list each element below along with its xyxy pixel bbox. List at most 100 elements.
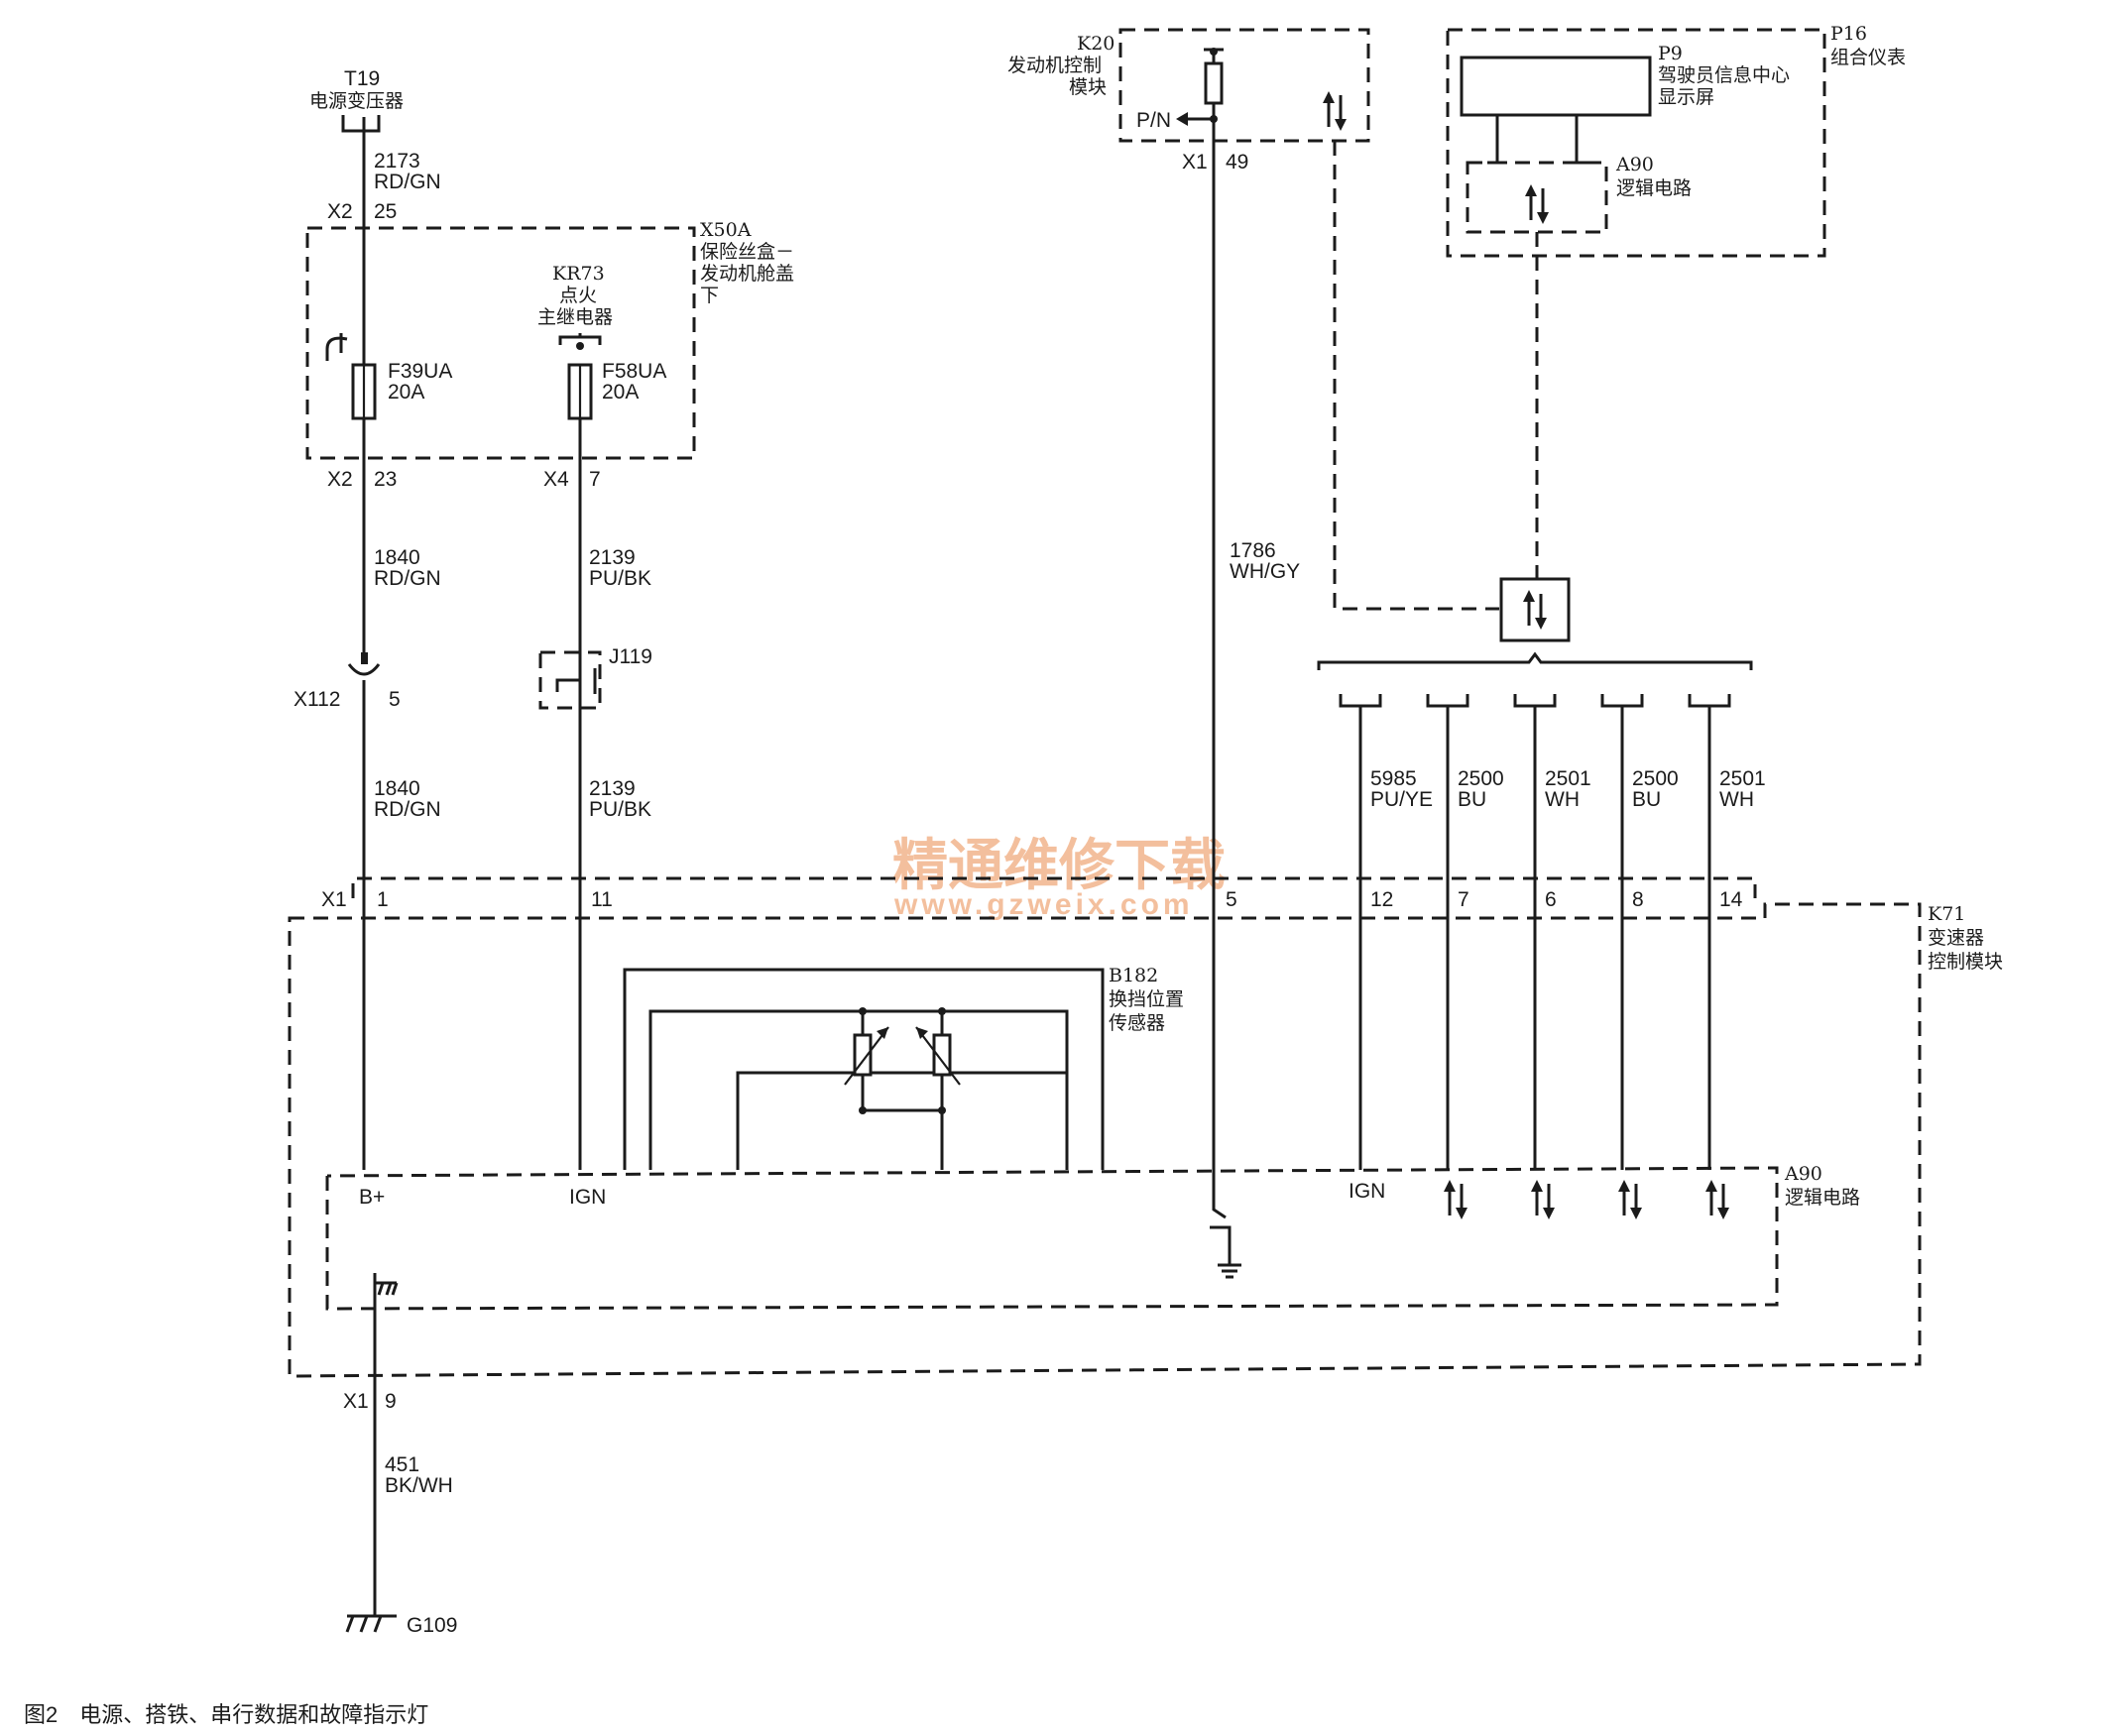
svg-text:49: 49 <box>1226 151 1248 174</box>
x112-connector <box>347 663 381 676</box>
svg-text:模块: 模块 <box>1069 76 1107 98</box>
ign-circuit: 2139 PU/BK J119 2139 PU/BK <box>538 418 652 1170</box>
svg-text:KR73: KR73 <box>552 263 605 285</box>
svg-text:7: 7 <box>1458 888 1469 911</box>
svg-text:12: 12 <box>1370 888 1393 911</box>
logic-serial-data-icon-2 <box>1529 1178 1557 1221</box>
b182-shift-position-sensor: B182 换挡位置 传感器 <box>623 965 1184 1170</box>
k20-outline <box>1118 28 1370 143</box>
svg-text:控制模块: 控制模块 <box>1928 951 2003 973</box>
serial-data-splice <box>1499 577 1571 642</box>
svg-text:20A: 20A <box>602 381 639 404</box>
svg-text:传感器: 传感器 <box>1109 1012 1165 1034</box>
logic-ground-icon <box>373 1273 399 1305</box>
svg-text:发动机控制: 发动机控制 <box>1007 55 1102 76</box>
svg-text:WH: WH <box>1545 788 1580 811</box>
svg-text:精通维修下载: 精通维修下载 <box>892 834 1226 898</box>
watermark: 精通维修下载 www.gzweix.com <box>892 834 1226 921</box>
svg-text:X4: X4 <box>543 468 569 491</box>
svg-text:11: 11 <box>591 888 613 911</box>
svg-text:逻辑电路: 逻辑电路 <box>1616 177 1692 199</box>
k71-a90-logic-circuit: A90 逻辑电路 B+ IGN IGN <box>325 1163 1860 1311</box>
svg-text:换挡位置: 换挡位置 <box>1109 988 1184 1010</box>
k20-engine-control-module: K20 发动机控制 模块 P/N X1 49 1786 WH/GY <box>1007 28 1370 1170</box>
svg-text:PU/BK: PU/BK <box>589 798 651 821</box>
svg-text:WH/GY: WH/GY <box>1230 560 1300 583</box>
svg-text:A90: A90 <box>1784 1163 1822 1185</box>
ground-circuit: 451 BK/WH G109 <box>345 1273 457 1637</box>
svg-text:变速器: 变速器 <box>1928 927 1984 949</box>
splice-serial-data-icon <box>1521 588 1549 632</box>
svg-text:PU/BK: PU/BK <box>589 567 651 590</box>
t19-terminal <box>341 115 381 133</box>
svg-text:7: 7 <box>589 468 601 491</box>
x50a-outline <box>305 226 696 460</box>
svg-text:A90: A90 <box>1615 154 1654 175</box>
svg-text:WH: WH <box>1719 788 1754 811</box>
svg-text:1840: 1840 <box>374 546 420 569</box>
svg-text:5: 5 <box>389 688 401 711</box>
logic-serial-data-icon-4 <box>1703 1178 1731 1221</box>
svg-text:2500: 2500 <box>1458 767 1504 790</box>
internal-ground-icon <box>1218 1263 1241 1279</box>
figure-caption: 图2 电源、搭铁、串行数据和故障指示灯 <box>24 1702 428 1727</box>
svg-text:2501: 2501 <box>1719 767 1766 790</box>
svg-text:组合仪表: 组合仪表 <box>1830 47 1906 68</box>
p16-instrument-cluster: P16 组合仪表 P9 驾驶员信息中心 显示屏 A90 逻辑电路 <box>1446 23 1906 258</box>
svg-text:X2: X2 <box>327 468 353 491</box>
svg-text:25: 25 <box>374 200 397 223</box>
svg-text:X1: X1 <box>1182 151 1208 174</box>
svg-text:www.gzweix.com: www.gzweix.com <box>893 888 1194 921</box>
logic-serial-data-icon-1 <box>1442 1178 1469 1221</box>
svg-text:BU: BU <box>1632 788 1661 811</box>
svg-text:G109: G109 <box>407 1614 457 1637</box>
svg-text:BK/WH: BK/WH <box>385 1474 453 1497</box>
svg-text:P/N: P/N <box>1136 109 1171 132</box>
svg-text:逻辑电路: 逻辑电路 <box>1785 1187 1860 1209</box>
p16-outline <box>1446 28 1826 258</box>
f58ua-fuse: F58UA 20A <box>558 333 666 420</box>
svg-text:发动机舱盖: 发动机舱盖 <box>700 263 794 285</box>
x50a-fuse-box: X50A 保险丝盒－ 发动机舱盖 下 KR73 点火 主继电器 F39UA 20… <box>305 219 794 491</box>
svg-text:5985: 5985 <box>1370 767 1417 790</box>
svg-text:F58UA: F58UA <box>602 360 666 383</box>
g109-ground-icon <box>345 1557 397 1633</box>
svg-text:23: 23 <box>374 468 397 491</box>
svg-text:B+: B+ <box>359 1186 385 1209</box>
svg-text:1786: 1786 <box>1230 539 1276 562</box>
svg-text:2139: 2139 <box>589 777 636 800</box>
svg-text:主继电器: 主继电器 <box>537 306 613 328</box>
svg-text:驾驶员信息中心: 驾驶员信息中心 <box>1658 64 1790 86</box>
t19-id: T19 <box>344 67 380 90</box>
p9-display <box>1460 56 1652 117</box>
svg-text:RD/GN: RD/GN <box>374 798 441 821</box>
svg-text:点火: 点火 <box>559 285 597 306</box>
svg-text:B182: B182 <box>1109 965 1158 986</box>
svg-text:9: 9 <box>385 1390 397 1413</box>
k71-outline <box>288 902 1922 1378</box>
svg-text:K71: K71 <box>1928 903 1965 925</box>
svg-text:2173: 2173 <box>374 150 420 173</box>
svg-text:RD/GN: RD/GN <box>374 171 441 193</box>
svg-text:IGN: IGN <box>569 1186 606 1209</box>
k71-transmission-control-module: K71 变速器 控制模块 B182 换挡位置 传感器 A90 <box>288 902 2003 1413</box>
svg-text:20A: 20A <box>388 381 424 404</box>
svg-text:BU: BU <box>1458 788 1486 811</box>
p16-a90-logic <box>1466 161 1608 234</box>
svg-text:显示屏: 显示屏 <box>1658 86 1714 108</box>
f39ua-fuse: F39UA 20A <box>325 333 452 420</box>
svg-text:2139: 2139 <box>589 546 636 569</box>
svg-text:下: 下 <box>700 285 719 306</box>
svg-text:P9: P9 <box>1658 43 1683 64</box>
svg-text:6: 6 <box>1545 888 1557 911</box>
logic-serial-data-icon-3 <box>1616 1178 1644 1221</box>
svg-text:J119: J119 <box>609 645 652 668</box>
svg-text:14: 14 <box>1719 888 1743 911</box>
serial-data-bus: 5985 PU/YE 2500 BU 2501 WH 2500 BU 2501 … <box>1317 141 1766 1170</box>
svg-text:K20: K20 <box>1077 33 1115 55</box>
svg-text:451: 451 <box>385 1453 419 1476</box>
p16-serial-data-icon <box>1523 182 1551 226</box>
t19-name: 电源变压器 <box>309 90 404 112</box>
svg-text:P16: P16 <box>1830 23 1867 45</box>
k20-serial-data-icon <box>1321 89 1349 133</box>
